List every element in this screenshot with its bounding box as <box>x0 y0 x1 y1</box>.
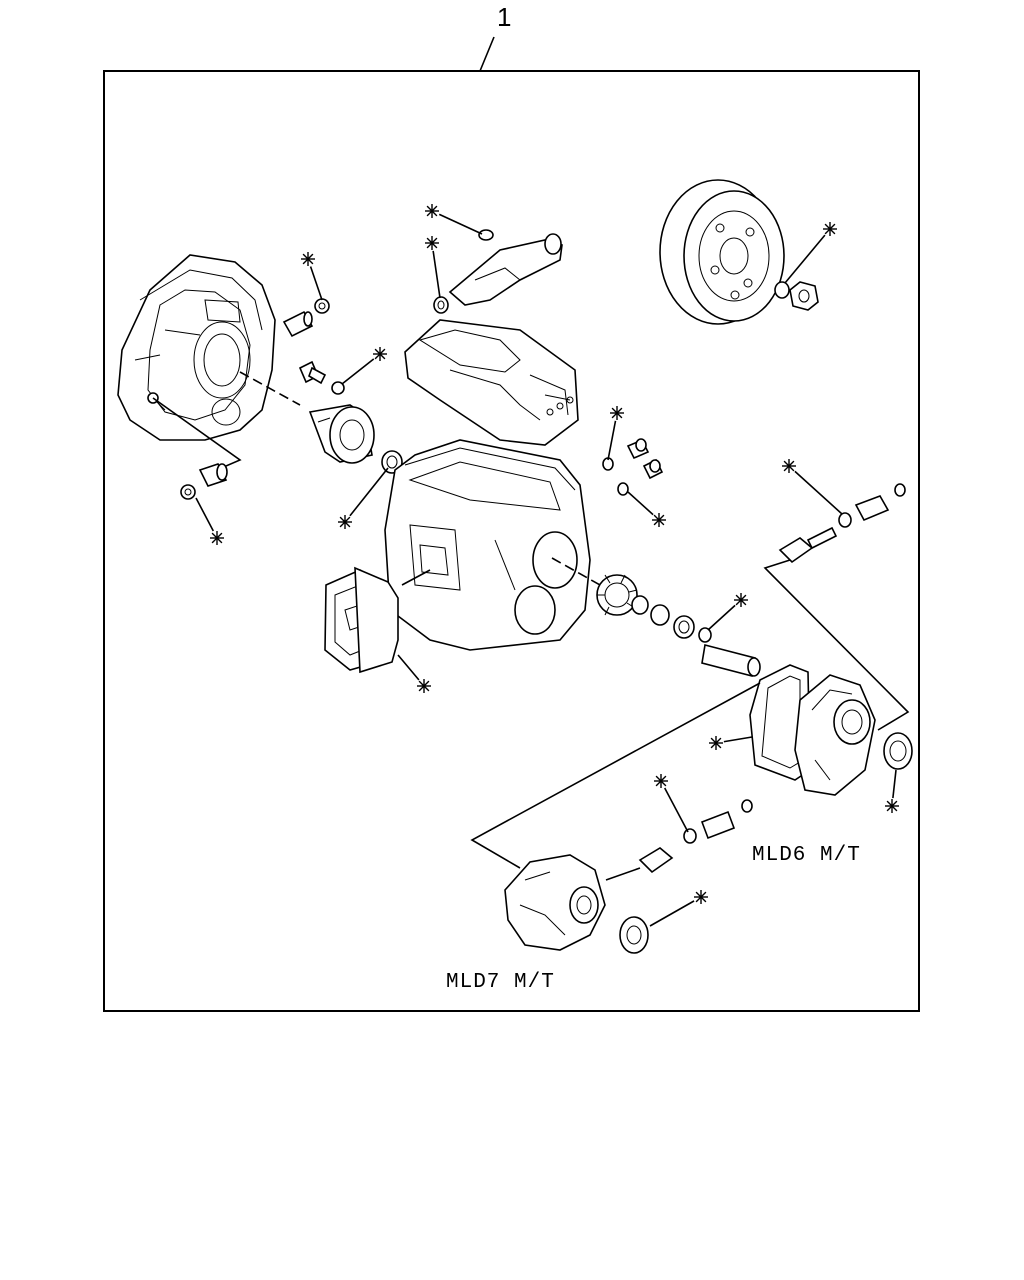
seal-top <box>433 296 449 314</box>
kit-markers <box>195 203 900 927</box>
kit-marker-asterisk-icon <box>653 773 669 789</box>
kit-marker-leader <box>431 242 441 299</box>
callout-leader <box>479 36 495 72</box>
diagram-frame <box>103 70 920 1012</box>
shift-control-housing <box>404 319 579 446</box>
washer-top <box>478 229 494 241</box>
kit-marker-asterisk-icon <box>609 405 625 421</box>
mld6-extension-housing <box>794 674 876 796</box>
kit-marker-asterisk-icon <box>693 889 709 905</box>
kit-marker-asterisk-icon <box>300 251 316 267</box>
kit-marker-asterisk-icon <box>733 592 749 608</box>
kit-marker-asterisk-icon <box>337 514 353 530</box>
kit-marker-asterisk-icon <box>209 530 225 546</box>
kit-marker-leader <box>431 210 483 235</box>
mld6-leader <box>763 559 910 731</box>
kit-marker-asterisk-icon <box>822 221 838 237</box>
kit-marker-asterisk-icon <box>781 458 797 474</box>
mld7-oil-seal <box>619 916 649 954</box>
nut-lower <box>180 484 196 500</box>
bolt-left <box>298 360 327 385</box>
mld7-leader <box>470 682 761 869</box>
flange-washer <box>774 281 790 299</box>
flange-nut <box>789 281 819 311</box>
dowel-pin-lower <box>198 463 228 487</box>
companion-flange <box>659 179 785 325</box>
kit-marker-asterisk-icon <box>424 235 440 251</box>
kit-marker-leader <box>649 896 702 927</box>
snap-ring <box>698 627 712 643</box>
kit-marker-asterisk-icon <box>416 678 432 694</box>
dowel-pin-upper <box>282 310 314 338</box>
kit-marker-leader <box>784 228 831 284</box>
plug-bolt-upper <box>626 438 650 460</box>
kit-marker-asterisk-icon <box>708 735 724 751</box>
caption-mld7: MLD7 M/T <box>446 971 555 994</box>
transmission-case <box>384 439 601 651</box>
o-ring-lower <box>617 482 629 496</box>
kit-marker-asterisk-icon <box>424 203 440 219</box>
kit-marker-leader <box>344 467 389 523</box>
output-shaft-sleeve <box>701 644 761 677</box>
bearing-retainer <box>308 404 375 464</box>
clutch-housing <box>117 254 301 476</box>
shift-fork-shaft <box>448 233 563 306</box>
mld7-extension-housing <box>504 854 606 951</box>
side-cover-gasket <box>354 566 399 674</box>
plug-bolt-lower <box>642 458 664 480</box>
kit-marker-leader <box>341 353 381 385</box>
callout-number: 1 <box>497 2 511 32</box>
kit-marker-asterisk-icon <box>884 798 900 814</box>
kit-marker-asterisk-icon <box>372 346 388 362</box>
mld7-sensor-leader <box>605 867 641 881</box>
bearing-spacers <box>631 595 695 639</box>
kit-marker-asterisk-icon <box>651 512 667 528</box>
mld6-oil-seal <box>883 732 913 770</box>
o-ring-left <box>331 381 345 395</box>
kit-marker-leader <box>788 465 843 515</box>
speedometer-drive-gear <box>596 574 638 616</box>
mld6-speedo-sensor <box>778 483 906 564</box>
mld7-speedo-sensor <box>638 799 753 874</box>
nut-upper <box>314 298 330 314</box>
kit-marker-leader <box>660 780 689 833</box>
caption-mld6: MLD6 M/T <box>752 844 861 867</box>
